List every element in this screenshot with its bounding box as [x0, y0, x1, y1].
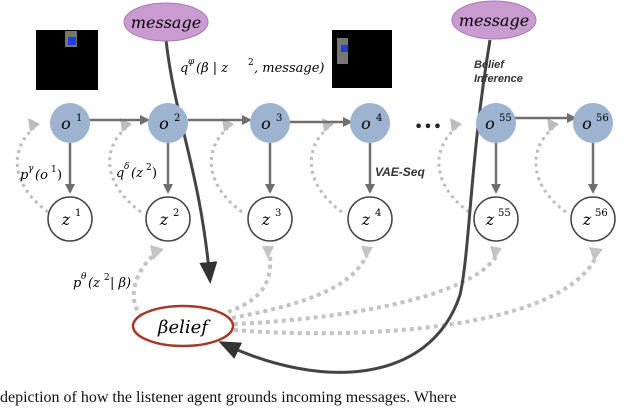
encoder-arrows — [65, 143, 598, 194]
obs-node-o1: o 1 — [50, 103, 90, 143]
svg-text:(o: (o — [35, 168, 48, 183]
message-node-2: message — [451, 0, 537, 40]
svg-text:2: 2 — [104, 273, 110, 283]
label-q-delta: q δ (z 2 ) — [116, 162, 157, 181]
svg-text:z: z — [61, 210, 71, 229]
svg-text:3: 3 — [275, 208, 281, 219]
figure-caption: depiction of how the listener agent grou… — [0, 389, 457, 406]
svg-text:φ: φ — [188, 57, 195, 67]
latent-node-z2: z 2 — [145, 196, 191, 242]
label-vae-seq: VAE-Seq — [375, 165, 425, 179]
svg-text:o: o — [485, 114, 495, 133]
svg-text:): ) — [152, 166, 157, 181]
obs-node-o2: o 2 — [148, 103, 188, 143]
svg-text:z: z — [159, 210, 169, 229]
svg-text:βelief: βelief — [157, 317, 211, 338]
svg-text:1: 1 — [51, 165, 57, 175]
svg-text:56: 56 — [596, 113, 609, 124]
svg-text:o: o — [261, 114, 271, 133]
svg-text:1: 1 — [75, 208, 81, 219]
prior-arc-heads — [150, 245, 603, 261]
svg-text:(z: (z — [88, 276, 100, 291]
svg-text:56: 56 — [595, 208, 608, 219]
message-node-1: message — [123, 2, 209, 42]
message-arrows — [164, 39, 492, 374]
label-p-theta: p θ (z 2 | β) — [73, 272, 131, 291]
svg-text:q: q — [180, 61, 188, 76]
obs-node-o3: o 3 — [250, 103, 290, 143]
svg-text:, message): , message) — [254, 61, 324, 76]
svg-text:55: 55 — [498, 208, 511, 219]
svg-text:δ: δ — [124, 162, 129, 172]
svg-text:2: 2 — [174, 113, 180, 124]
svg-text:2: 2 — [146, 163, 152, 173]
label-belief-inference-1: Belief — [474, 59, 505, 71]
svg-text:): ) — [57, 168, 62, 183]
observation-image-1 — [36, 30, 98, 90]
svg-text:z: z — [485, 210, 495, 229]
svg-text:p: p — [73, 276, 82, 291]
svg-text:3: 3 — [276, 113, 282, 124]
label-q-phi: q φ (β | z 2 , message) — [180, 57, 324, 76]
svg-text:o: o — [582, 114, 592, 133]
svg-text:2: 2 — [248, 58, 254, 68]
svg-text:q: q — [116, 166, 124, 181]
svg-text:o: o — [61, 114, 71, 133]
svg-text:z: z — [361, 210, 371, 229]
obs-node-o56: o 56 — [573, 103, 613, 143]
latent-node-z55: z 55 — [473, 196, 519, 242]
label-belief-inference-2: Inference — [474, 73, 523, 85]
latent-node-z1: z 1 — [47, 196, 93, 242]
svg-text:4: 4 — [376, 113, 382, 124]
svg-text:o: o — [159, 114, 169, 133]
svg-text:o: o — [361, 114, 371, 133]
svg-text:θ: θ — [81, 272, 87, 282]
svg-text:(β | z: (β | z — [196, 61, 228, 76]
svg-text:55: 55 — [499, 113, 512, 124]
svg-text:z: z — [582, 210, 592, 229]
svg-text:p: p — [20, 168, 29, 183]
latent-node-z4: z 4 — [347, 196, 393, 242]
latent-node-z56: z 56 — [570, 196, 616, 242]
chain-arrows — [89, 113, 577, 127]
svg-text:4: 4 — [375, 208, 381, 219]
svg-text:(z: (z — [131, 166, 143, 181]
svg-text:2: 2 — [173, 208, 179, 219]
latent-node-z3: z 3 — [247, 196, 293, 242]
svg-text:message: message — [459, 11, 529, 30]
dotted-arc-heads — [28, 118, 559, 132]
ellipsis: ••• — [414, 117, 442, 136]
svg-text:message: message — [131, 13, 201, 32]
belief-node: βelief — [131, 304, 235, 348]
label-p-gamma: p γ (o 1 ) — [20, 164, 62, 183]
svg-text:| β): | β) — [110, 276, 131, 291]
svg-text:1: 1 — [76, 113, 82, 124]
svg-text:γ: γ — [28, 164, 34, 174]
svg-text:z: z — [261, 210, 271, 229]
obs-node-o4: o 4 — [350, 103, 390, 143]
prior-arcs — [131, 251, 598, 336]
dotted-feedback-arcs — [15, 126, 567, 214]
observation-image-2 — [332, 30, 392, 88]
obs-node-o55: o 55 — [476, 103, 516, 143]
